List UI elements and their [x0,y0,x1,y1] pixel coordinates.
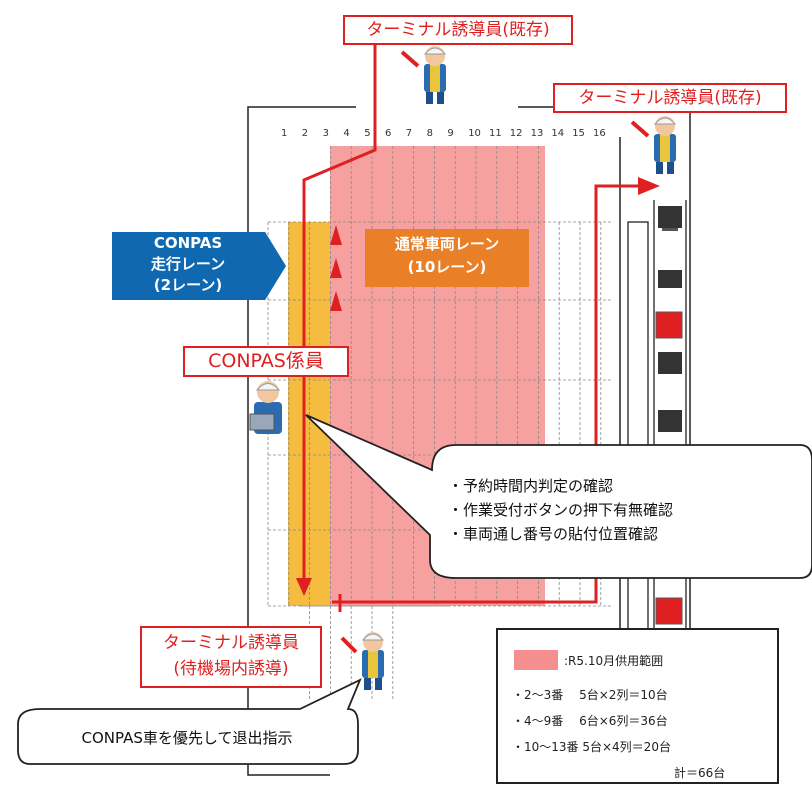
conpas-lane-line3: (2レーン) [153,276,223,294]
conpas-staff-label: CONPAS係員 [183,346,349,377]
lane-number: 15 [572,128,585,139]
conpas-lane-area [288,222,330,606]
legend-swatch [514,650,558,670]
lane-number: 5 [364,128,371,139]
lane-number: 3 [322,128,329,139]
worker-icon-conpas [249,381,282,434]
exit-callout [17,678,362,765]
flow-arrows [302,43,638,612]
conpas-lane-label: CONPAS 走行レーン (2レーン) [112,232,286,300]
lane-number: 1 [281,128,288,139]
legend-total: 計＝66台 [674,766,726,780]
legend-box: :R5.10月供用範囲 ・2～3番 5台×2列＝10台 ・4～9番 6台×6列＝… [496,628,779,784]
arrowhead-down [296,578,312,596]
exit-instruction: CONPAS車を優先して退出指示 [81,729,293,747]
lane-number: 7 [405,128,413,139]
terminal-guide-right-label: ターミナル誘導員(既存) [553,83,787,113]
terminal-guide-wait-line1: ターミナル誘導員 [163,633,299,653]
parking-grid [267,146,612,700]
terminal-guide-wait-label: ターミナル誘導員 (待機場内誘導) [140,626,322,688]
lane-number: 13 [530,128,544,139]
check-list: ・予約時間内判定の確認 ・作業受付ボタンの押下有無確認 ・車両通し番号の貼付位置… [448,474,768,546]
legend-desc: :R5.10月供用範囲 [564,654,664,668]
legend-row: ・10～13番 5台×4列＝20台 [512,740,671,754]
conpas-lane-line1: CONPAS [153,234,223,252]
terminal-guide-top-label: ターミナル誘導員(既存) [343,15,573,45]
worker-icon-right [630,116,677,174]
check-callout [305,414,812,579]
lane-number: 14 [551,128,565,139]
check-item: ・作業受付ボタンの押下有無確認 [448,501,674,519]
normal-lane-line1: 通常車両レーン [394,235,500,253]
lane-number: 9 [447,128,454,139]
lane-number: 12 [509,128,523,139]
small-up-arrows [330,225,342,311]
gate-icons [655,206,683,625]
lane-number: 16 [593,128,606,139]
normal-lane-line2: (10レーン) [407,258,487,276]
normal-lane-label: 通常車両レーン (10レーン) [365,229,529,287]
legend-row: ・2～3番 5台×2列＝10台 [512,688,668,702]
conpas-lane-line2: 走行レーン [150,255,226,273]
lane-number: 6 [385,128,392,139]
arrowhead-right [638,177,660,195]
lane-number: 4 [343,128,350,139]
lane-number: 10 [468,128,481,139]
lane-number: 8 [426,128,433,139]
lane-number: 11 [489,128,502,139]
lane-number: 2 [301,128,309,139]
worker-icon-top [400,46,447,104]
legend-row: ・4～9番 6台×6列＝36台 [512,714,668,728]
check-item: ・車両通し番号の貼付位置確認 [448,525,659,543]
terminal-guide-wait-line2: (待機場内誘導) [173,659,289,679]
check-item: ・予約時間内判定の確認 [448,477,614,495]
worker-icon-wait [340,632,385,690]
